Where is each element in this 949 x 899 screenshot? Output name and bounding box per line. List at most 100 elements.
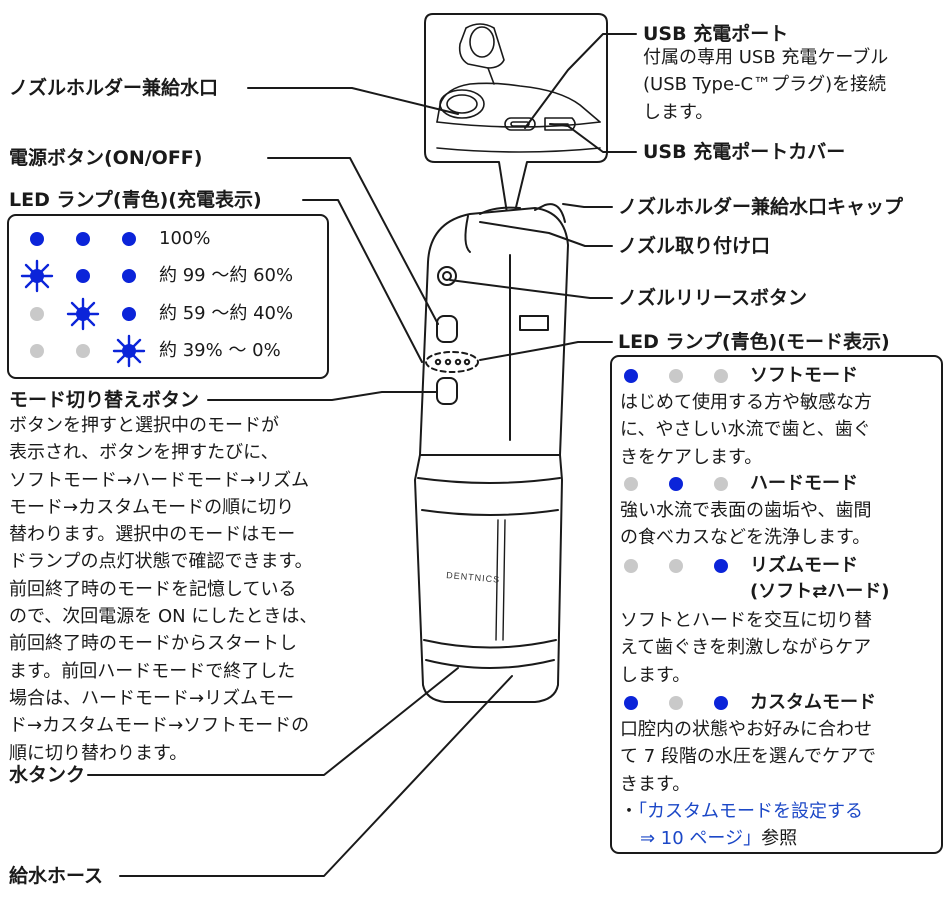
charge-level-text: 100% <box>159 228 211 249</box>
charge-row: 約 59 ～約 40% <box>9 297 327 331</box>
desc-line: ソフトとハードを交互に切り替 <box>620 610 872 631</box>
charge-level-text: 約 59 ～約 40% <box>159 303 294 324</box>
mode-switch-description: ボタンを押すと選択中のモードが 表示され、ボタンを押すたびに、 ソフトモード→ハ… <box>9 412 317 767</box>
water-hose-label: 給水ホース <box>9 865 104 887</box>
led-on-dot <box>714 696 728 710</box>
desc-line: に、やさしい水流で歯と、歯ぐ <box>620 419 871 441</box>
custom-mode-link[interactable]: 「カスタムモードを設定する <box>638 801 863 822</box>
device-body <box>414 203 569 703</box>
water-tank-label: 水タンク <box>9 764 86 786</box>
desc-line: えて歯ぐきを刺激しながらケア <box>620 637 872 659</box>
mode-soft-desc: はじめて使用する方や敏感な方 に、やさしい水流で歯と、歯ぐ きをケアします。 <box>620 389 872 471</box>
led-charge-label: LED ランプ(青色)(充電表示) <box>9 189 262 211</box>
usb-port-description: 付属の専用 USB 充電ケーブル (USB Type-C™プラグ)を接続 します… <box>643 44 888 126</box>
mode-switch-label: モード切り替えボタン <box>9 389 200 411</box>
nozzle-holder-cap-label: ノズルホルダー兼給水口キャップ <box>618 196 904 218</box>
led-off-dot <box>669 369 683 383</box>
usb-port-label: USB 充電ポート <box>643 23 789 45</box>
desc-line: ボタンを押すと選択中のモードが <box>9 415 279 436</box>
led-on-dot <box>714 559 728 573</box>
desc-line: ド→カスタムモード→ソフトモードの <box>9 715 310 737</box>
desc-line: きをケアします。 <box>620 446 763 468</box>
desc-line: 替わります。選択中のモードはモー <box>9 524 296 546</box>
desc-line: 場合は、ハードモード→リズムモー <box>9 687 295 709</box>
mode-name: カスタムモード <box>750 692 876 713</box>
led-off-dot <box>714 369 728 383</box>
usb-port-desc-line: します。 <box>643 101 714 123</box>
led-highlight <box>425 351 479 373</box>
closeup-bubble <box>424 13 608 233</box>
custom-mode-reference: ・「カスタムモードを設定する ⇒ 10 ページ」参照 <box>620 798 863 853</box>
desc-line: 強い水流で表面の歯垢や、歯間 <box>620 500 872 521</box>
nozzle-socket-label: ノズル取り付け口 <box>618 235 771 257</box>
led-on-dot <box>122 232 136 246</box>
desc-line: 順に切り替わります。 <box>9 742 188 764</box>
mode-row-custom: カスタムモード <box>612 690 941 716</box>
led-on-dot <box>30 232 44 246</box>
charge-row: 約 39% ～ 0% <box>9 334 327 368</box>
charge-indicator-box: 100% 約 99 ～約 60% 約 59 ～約 40% 約 39% ～ 0% <box>7 214 329 379</box>
desc-line: ので、次回電源を ON にしたときは、 <box>9 606 318 628</box>
desc-line: ます。前回ハードモードで終了した <box>9 660 296 682</box>
charge-row: 100% <box>9 224 327 254</box>
ref-suffix: 参照 <box>761 828 798 850</box>
desc-line: きます。 <box>620 773 691 795</box>
desc-line: 表示され、ボタンを押すたびに、 <box>9 442 279 464</box>
mode-name: リズムモード <box>750 555 858 576</box>
led-off-dot <box>669 696 683 710</box>
led-on-dot <box>76 232 90 246</box>
led-blink-icon <box>112 334 146 368</box>
mode-panel: ソフトモード はじめて使用する方や敏感な方 に、やさしい水流で歯と、歯ぐ きをケ… <box>610 355 943 854</box>
led-off-dot <box>30 307 44 321</box>
desc-line: ドランプの点灯状態で確認できます。 <box>9 551 313 573</box>
desc-line: はじめて使用する方や敏感な方 <box>620 392 872 413</box>
led-on-dot <box>624 369 638 383</box>
led-off-dot <box>624 477 638 491</box>
mode-name: ソフトモード <box>750 365 858 386</box>
brand-label: DENTNICS <box>446 570 501 585</box>
led-on-dot <box>122 269 136 283</box>
mode-hard-desc: 強い水流で表面の歯垢や、歯間 の食べカスなどを洗浄します。 <box>620 497 871 552</box>
desc-line: 口腔内の状態やお好みに合わせ <box>620 719 872 740</box>
mode-name: ハードモード <box>750 473 858 494</box>
charge-row: 約 99 ～約 60% <box>9 259 327 293</box>
power-button-label: 電源ボタン(ON/OFF) <box>9 147 203 169</box>
led-mode-label: LED ランプ(青色)(モード表示) <box>618 331 890 353</box>
desc-line: モード→カスタムモードの順に切り <box>9 496 295 518</box>
closeup-drawing <box>436 23 601 153</box>
desc-line: します。 <box>620 664 691 686</box>
usb-port-desc-line: 付属の専用 USB 充電ケーブル <box>643 47 889 68</box>
nozzle-release-label: ノズルリリースボタン <box>618 287 808 309</box>
usb-port-cover-label: USB 充電ポートカバー <box>643 141 846 163</box>
charge-level-text: 約 39% ～ 0% <box>159 340 281 361</box>
led-blink-icon <box>66 297 100 331</box>
led-off-dot <box>714 477 728 491</box>
leader-lines <box>87 33 637 877</box>
led-blink-icon <box>20 259 54 293</box>
desc-line: 前回終了時のモードを記憶している <box>9 578 297 600</box>
mode-rhythm-desc: ソフトとハードを交互に切り替 えて歯ぐきを刺激しながらケア します。 <box>620 607 872 689</box>
desc-line: 前回終了時のモードからスタートし <box>9 633 297 655</box>
charge-level-text: 約 99 ～約 60% <box>159 265 294 286</box>
led-on-dot <box>669 477 683 491</box>
mode-rhythm-sub: (ソフト⇄ハード) <box>750 581 890 602</box>
usb-port-desc-line: (USB Type-C™プラグ)を接続 <box>643 74 887 96</box>
mode-row-rhythm: リズムモード <box>612 553 941 579</box>
bullet: ・ <box>620 801 638 822</box>
led-off-dot <box>669 559 683 573</box>
mode-row-soft: ソフトモード <box>612 363 941 389</box>
desc-line: ソフトモード→ハードモード→リズム <box>9 469 310 491</box>
mode-row-hard: ハードモード <box>612 471 941 497</box>
led-on-dot <box>624 696 638 710</box>
mode-custom-desc: 口腔内の状態やお好みに合わせ て 7 段階の水圧を選んでケアで きます。 <box>620 716 876 798</box>
led-off-dot <box>624 559 638 573</box>
page-ref-link[interactable]: ⇒ 10 ページ」 <box>640 828 762 850</box>
led-on-dot <box>76 269 90 283</box>
nozzle-holder-label: ノズルホルダー兼給水口 <box>9 77 219 99</box>
led-off-dot <box>76 344 90 358</box>
led-off-dot <box>30 344 44 358</box>
led-on-dot <box>122 307 136 321</box>
desc-line: て 7 段階の水圧を選んでケアで <box>620 746 876 768</box>
